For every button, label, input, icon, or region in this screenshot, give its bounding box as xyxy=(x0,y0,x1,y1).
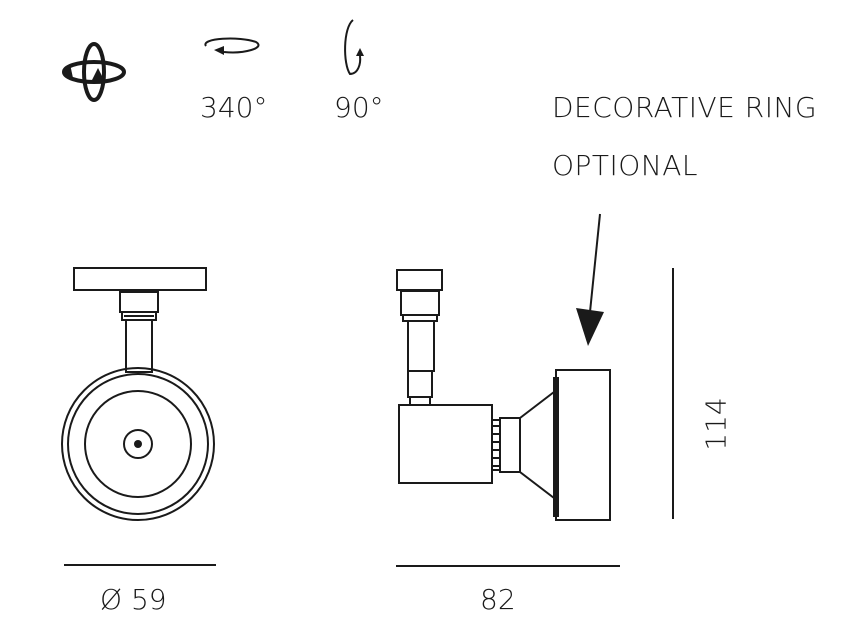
front-view xyxy=(61,267,216,566)
rotation-axes-icon xyxy=(62,42,126,102)
horizontal-rotation-icon xyxy=(204,37,260,55)
side-track-adapter xyxy=(396,269,443,291)
side-joint xyxy=(409,396,431,406)
length-dimension-label: 82 xyxy=(480,583,516,616)
side-stem xyxy=(407,320,435,372)
side-body xyxy=(398,404,493,484)
side-heatsink xyxy=(491,419,501,471)
front-track-adapter xyxy=(73,267,207,291)
vertical-rotation-label: 90° xyxy=(334,91,384,124)
front-lens-ring xyxy=(84,390,192,498)
side-neck xyxy=(499,417,521,473)
vertical-tilt-icon xyxy=(344,19,364,76)
front-ring-inner xyxy=(67,373,209,515)
front-connector-top xyxy=(119,291,159,313)
decorative-ring xyxy=(555,369,611,521)
side-connector xyxy=(400,290,440,316)
annotation-line-2: OPTIONAL xyxy=(552,149,699,182)
annotation-line-1: DECORATIVE RING xyxy=(552,91,818,124)
side-stem-lower xyxy=(407,370,433,398)
front-lens-center xyxy=(123,429,153,459)
front-stem xyxy=(125,319,153,373)
horizontal-rotation-label: 340° xyxy=(200,91,268,124)
height-dimension-label: 114 xyxy=(699,397,733,451)
side-reflector xyxy=(519,389,555,501)
annotation-arrow xyxy=(576,213,604,346)
front-outer-ring xyxy=(61,367,215,521)
side-view xyxy=(396,268,674,567)
diameter-dimension-label: Ø 59 xyxy=(100,583,167,616)
